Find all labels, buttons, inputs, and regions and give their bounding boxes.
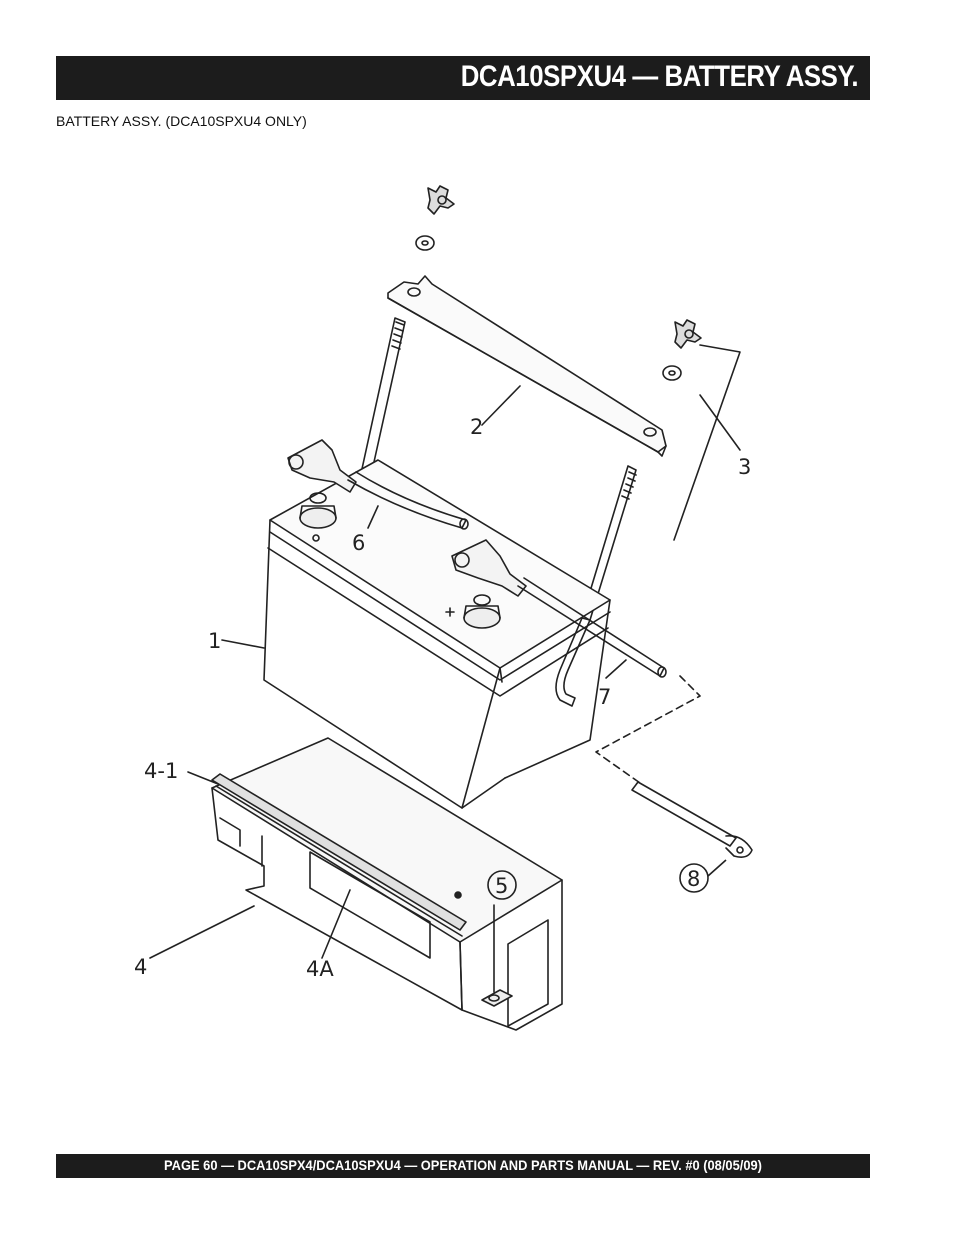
callout-3: 3 [738,455,751,479]
negative-cable [287,439,469,530]
wing-nut-right [674,319,702,349]
callout-6: 6 [352,531,365,555]
callout-7: 7 [598,685,611,709]
tray-bolt [481,904,513,1007]
battery-tray [211,737,563,1031]
page-footer-text: PAGE 60 — DCA10SPX4/DCA10SPXU4 — OPERATI… [164,1157,762,1173]
callout-4: 4 [134,955,147,979]
leader-1 [221,639,265,649]
leader-7 [605,659,627,679]
callout-4a: 4A [306,957,334,981]
callout-2: 2 [470,415,483,439]
washer-left [415,235,435,251]
battery-post-positive [463,594,501,629]
callout-8-ring [679,863,709,893]
rod-eyelet [631,781,753,858]
callout-1: 1 [208,629,221,653]
page-header-bar: DCA10SPXU4 — BATTERY ASSY. [56,56,870,100]
positive-cable [451,539,667,678]
hold-down-bracket [387,275,667,457]
leader-2 [481,385,521,426]
leader-4A [321,889,351,959]
callout-4-1: 4-1 [144,759,178,783]
section-subtitle: BATTERY ASSY. (DCA10SPXU4 ONLY) [56,113,307,129]
battery-post-negative [299,492,337,529]
leader-4-1 [187,771,219,785]
leader-4 [149,905,255,959]
callout-8: 8 [687,867,700,891]
leader-3 [699,394,741,451]
page-title: DCA10SPXU4 — BATTERY ASSY. [460,60,859,93]
washer-right [662,365,682,381]
tray-lip [211,773,467,937]
page-footer-bar: PAGE 60 — DCA10SPX4/DCA10SPXU4 — OPERATI… [56,1154,870,1178]
callout-5-ring [487,870,517,900]
leader-6 [367,505,379,529]
hold-down-rod-left [359,317,406,481]
battery [263,459,611,809]
callout-5: 5 [495,874,508,898]
wing-nut-left [427,185,455,215]
